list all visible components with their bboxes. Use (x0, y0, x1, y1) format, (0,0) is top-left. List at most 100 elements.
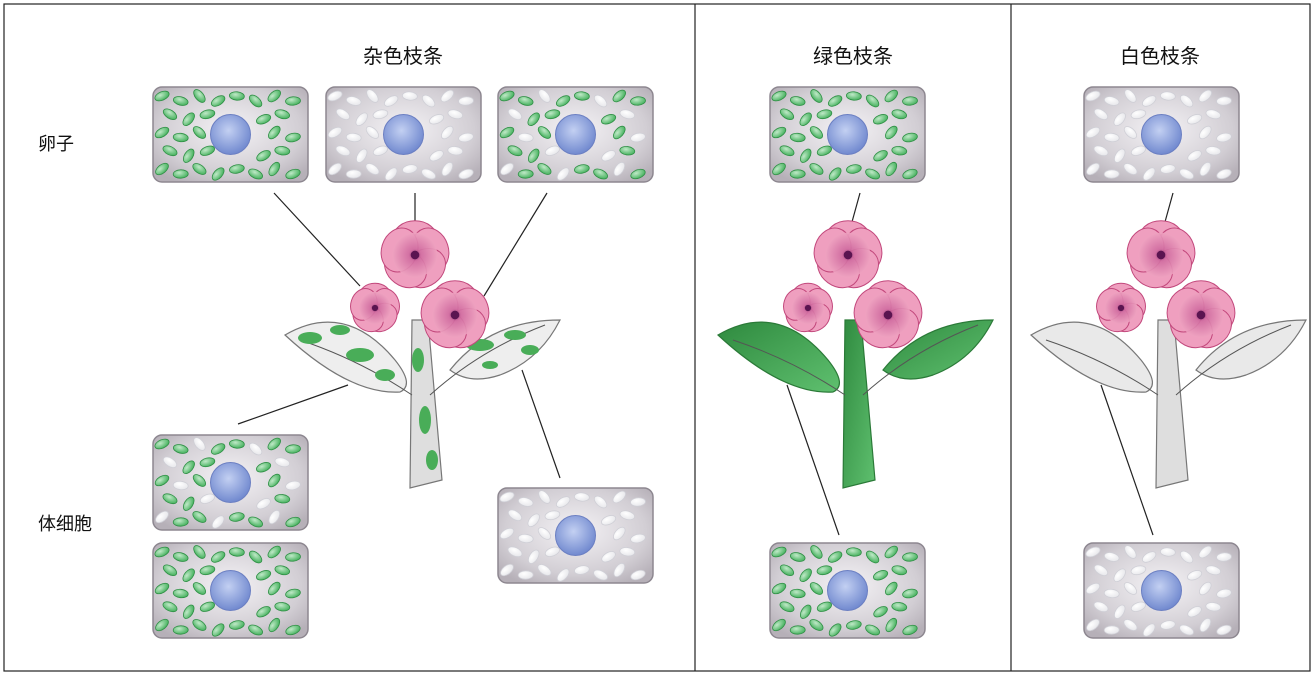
leucoplast (593, 495, 608, 509)
flower-pistil (371, 304, 379, 312)
leucoplast (537, 527, 552, 540)
chloroplast (613, 125, 626, 140)
leucoplast (630, 569, 646, 581)
chloroplast (155, 162, 169, 176)
leucoplast (1103, 625, 1120, 635)
flower-pistil (1117, 304, 1125, 312)
chloroplast (619, 146, 636, 156)
leucoplast (1123, 619, 1138, 631)
leucoplast (1123, 582, 1138, 595)
leucoplast (365, 126, 380, 139)
leucoplast (1187, 606, 1202, 618)
chloroplast (211, 443, 226, 455)
leucoplast (355, 148, 368, 163)
leucoplast (556, 568, 570, 582)
chloroplast (772, 618, 786, 632)
leucoplast (537, 564, 552, 576)
flower (783, 282, 833, 333)
chloroplast (885, 581, 898, 596)
chloroplast (809, 126, 824, 139)
chloroplast (154, 438, 170, 450)
chloroplast (771, 546, 787, 558)
chloroplast (285, 96, 301, 106)
chloroplast (865, 168, 880, 180)
chloroplast (527, 148, 540, 163)
leucoplast (1216, 96, 1232, 106)
leucoplast (507, 546, 523, 558)
chloroplast (172, 625, 189, 635)
leucoplast (1103, 132, 1120, 143)
leucoplast (1179, 94, 1194, 108)
chloroplast (162, 145, 178, 157)
egg-cell-white (325, 86, 482, 183)
row-label-egg: 卵子 (38, 134, 74, 155)
chloroplast (248, 624, 263, 636)
leucoplast (1103, 588, 1120, 599)
nucleus (383, 114, 424, 155)
chloroplast (771, 126, 787, 139)
leucoplast (1216, 132, 1232, 143)
chloroplast (789, 588, 806, 599)
left-leaf (1029, 321, 1153, 393)
chloroplast (544, 109, 561, 120)
leucoplast (384, 95, 399, 107)
flower-pistil (1196, 310, 1206, 320)
chloroplast (799, 112, 812, 126)
chloroplast (809, 619, 824, 631)
chloroplast (865, 550, 880, 564)
leucoplast (601, 150, 616, 162)
flower (350, 282, 400, 333)
leucoplast (1093, 564, 1109, 577)
leucoplast (1199, 581, 1212, 596)
leucoplast (1198, 545, 1212, 559)
chloroplast (574, 164, 590, 174)
chloroplast (285, 168, 301, 180)
stem (842, 319, 876, 489)
chloroplast (612, 89, 626, 103)
leucoplast (538, 490, 551, 504)
chloroplast (162, 108, 178, 121)
chloroplast (885, 125, 898, 140)
chloroplast (601, 114, 617, 125)
leucoplast (593, 569, 608, 581)
chloroplast (902, 588, 918, 599)
chloroplast (274, 602, 291, 612)
leucoplast (601, 515, 617, 526)
chloroplast (182, 604, 195, 619)
chloroplast (789, 96, 806, 106)
chloroplast (268, 581, 281, 596)
chloroplast (211, 623, 225, 637)
leucoplast (619, 109, 636, 120)
chloroplast (779, 108, 795, 121)
flower (1166, 280, 1236, 349)
green-patch (419, 406, 431, 434)
leucoplast (1160, 164, 1176, 174)
leucoplast (1130, 109, 1147, 120)
chloroplast (229, 512, 245, 522)
chloroplast (248, 516, 263, 528)
leucoplast (441, 161, 454, 177)
chloroplast (268, 473, 281, 488)
outer-frame (3, 3, 1311, 672)
nucleus (555, 515, 596, 556)
chloroplast (884, 545, 898, 559)
chloroplast (846, 620, 862, 630)
chloroplast (256, 570, 272, 581)
leucoplast (335, 145, 351, 157)
chloroplast (268, 125, 281, 140)
leucoplast (1216, 168, 1232, 180)
leucoplast (345, 132, 362, 143)
chloroplast (573, 91, 590, 101)
chloroplast (192, 163, 207, 175)
chloroplast (268, 617, 281, 633)
leucoplast (630, 497, 646, 507)
chloroplast (274, 565, 291, 576)
leaf-vein (732, 339, 846, 396)
green-patch (330, 325, 350, 335)
leucoplast (573, 492, 590, 502)
leucoplast (345, 169, 362, 179)
panel-title-variegated: 杂色枝条 (363, 44, 443, 68)
leucoplast (458, 96, 474, 106)
leaf-vein (429, 324, 546, 396)
green-patch (375, 369, 395, 381)
